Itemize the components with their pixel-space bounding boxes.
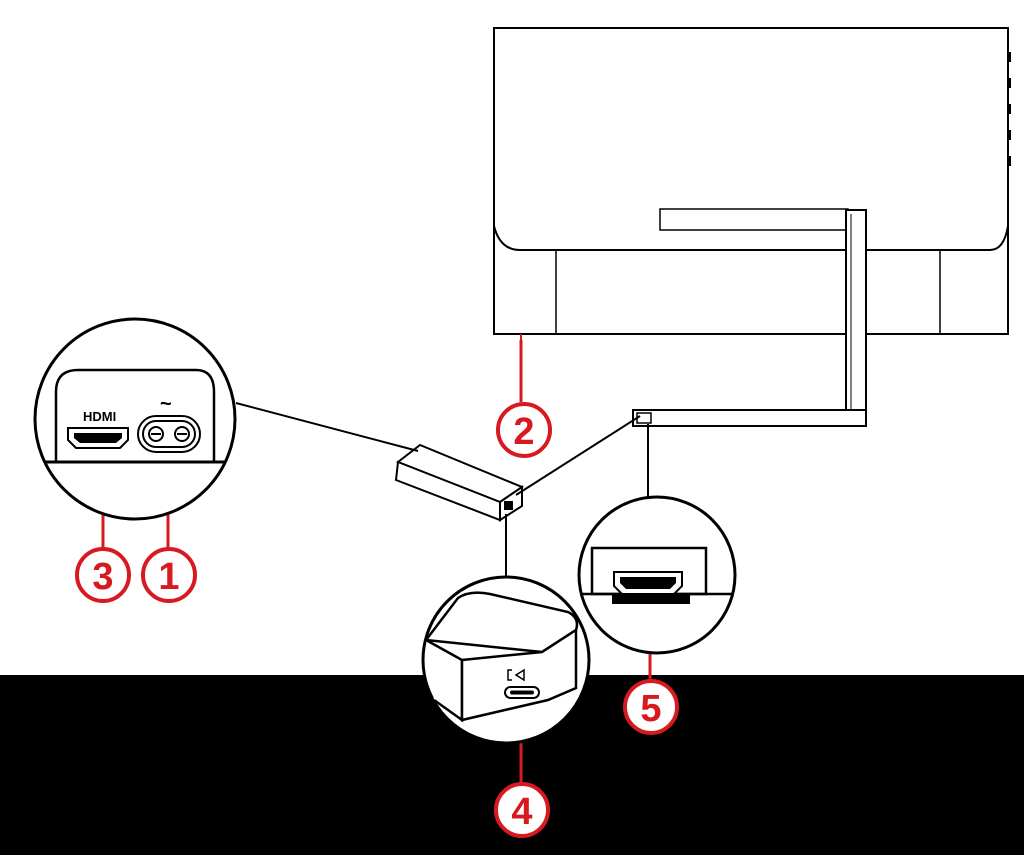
stand-hdmi-port-icon [613, 571, 683, 595]
callout-4: 4 [494, 782, 550, 838]
monitor-outline [493, 27, 1009, 335]
monitor-side-button-5 [1008, 156, 1011, 166]
ac-symbol: ~ [160, 393, 172, 415]
zoom-usbc [421, 575, 591, 745]
usbc-port-icon [504, 686, 540, 699]
callout-circle-3 [75, 547, 131, 603]
monitor-stand-mount [659, 208, 849, 231]
callout-number-4: 4 [511, 791, 532, 833]
stand-neck [845, 209, 867, 426]
ac-power-socket-icon [137, 415, 201, 453]
hdmi-label: HDMI [83, 409, 116, 424]
monitor-stand [520, 209, 867, 427]
callout-3: 3 [75, 547, 131, 603]
leader-adapter-to-stand [515, 415, 641, 496]
stand-base [632, 409, 867, 427]
callout-circle-5 [623, 679, 679, 735]
callout-number-2: 2 [513, 411, 534, 453]
zoom-hdmi-ac: HDMI ~ [33, 317, 237, 521]
adapter-closeup-top [423, 591, 579, 654]
hdmi-port-icon [67, 427, 129, 449]
monitor-side-button-2 [1008, 78, 1011, 88]
callout-number-1: 1 [158, 556, 179, 598]
usbc-symbol-icon [507, 668, 525, 682]
zoom-stand-port [577, 495, 737, 655]
stand-hdmi-port-inner [620, 577, 676, 589]
callout-circle-2 [496, 402, 552, 458]
leader-adapter-to-left-zoom [235, 402, 419, 452]
leader-lines [235, 402, 649, 578]
adapter-closeup-front [460, 627, 578, 722]
adapter-usbc-port [504, 501, 513, 510]
monitor-side-button-4 [1008, 130, 1011, 140]
hdmi-port-inner [74, 433, 122, 443]
callout-number-5: 5 [640, 688, 661, 730]
callout-1: 1 [141, 547, 197, 603]
callout-number-3: 3 [92, 556, 113, 598]
usbc-port-inner [510, 690, 534, 695]
callout-circle-1 [141, 547, 197, 603]
monitor-side-button-3 [1008, 104, 1011, 114]
stand-base-port [636, 412, 652, 424]
monitor-side-button-1 [1008, 52, 1011, 62]
callout-circle-4 [494, 782, 550, 838]
monitor-rear [493, 27, 1011, 335]
usbc-symbol-bracket [507, 669, 512, 681]
callout-5: 5 [623, 679, 679, 735]
stand-closeup-slot [612, 594, 690, 604]
monitor-back-curve [493, 225, 1009, 251]
callout-2: 2 [496, 402, 552, 458]
usbc-symbol-triangle [514, 668, 525, 682]
power-adapter [394, 443, 525, 522]
